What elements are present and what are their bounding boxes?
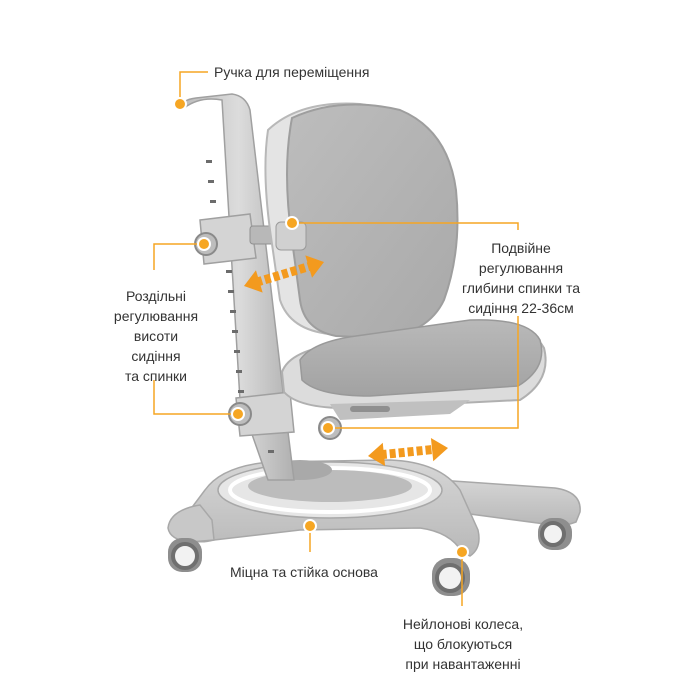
callout-depth: Подвійне регулювання глибини спинки та с… <box>446 238 596 318</box>
arrow-head <box>368 442 386 467</box>
wheel-front-right <box>432 558 470 596</box>
callout-height-line: та спинки <box>124 368 187 384</box>
marker-icon <box>321 421 335 435</box>
marker-icon <box>455 545 469 559</box>
leader-line-depth <box>292 222 519 230</box>
callout-height-line: Роздільні <box>125 288 187 304</box>
callout-height-line: сидіння <box>131 348 181 364</box>
arrow-head <box>305 255 324 278</box>
leader-line-handle <box>179 71 208 104</box>
callout-base: Міцна та стійка основа <box>230 562 378 582</box>
callout-depth-line: регулювання <box>478 260 564 276</box>
callout-handle-text: Ручка для переміщення <box>214 64 370 80</box>
callout-height-line: висоти <box>133 328 179 344</box>
leader-line-height-bottom <box>153 380 238 415</box>
callout-base-text: Міцна та стійка основа <box>230 564 378 580</box>
double-arrow-icon <box>244 255 324 293</box>
marker-icon <box>285 216 299 230</box>
callout-wheels-line: що блокуються <box>413 636 513 652</box>
marker-icon <box>173 97 187 111</box>
marker-icon <box>197 237 211 251</box>
callout-wheels-line: Нейлонові колеса, <box>402 616 524 632</box>
callout-height-line: регулювання <box>113 308 199 324</box>
arrow-shaft <box>380 444 436 460</box>
callout-depth-line: Подвійне <box>491 240 551 256</box>
callout-depth-line: сидіння 22-36см <box>468 300 574 316</box>
callout-handle: Ручка для переміщення <box>214 62 369 82</box>
callout-depth-line: глибини спинки та <box>461 280 581 296</box>
wheel-rear <box>538 518 572 550</box>
arrow-head <box>244 270 263 293</box>
double-arrow-icon <box>368 437 448 467</box>
arrow-shaft <box>254 261 314 287</box>
chair-seat <box>280 319 547 420</box>
leader-line-depth-seat <box>328 316 519 429</box>
chair-backrest <box>264 102 459 340</box>
callout-wheels-line: при навантаженні <box>405 656 521 672</box>
chair-base <box>167 459 581 557</box>
arrow-head <box>430 437 448 462</box>
marker-icon <box>231 407 245 421</box>
leader-line-height-top <box>153 243 204 270</box>
callout-height: Роздільні регулювання висоти сидіння та … <box>98 286 214 386</box>
callout-wheels: Нейлонові колеса, що блокуються при нава… <box>388 614 538 674</box>
marker-icon <box>303 519 317 533</box>
wheel-front-left <box>168 538 202 572</box>
